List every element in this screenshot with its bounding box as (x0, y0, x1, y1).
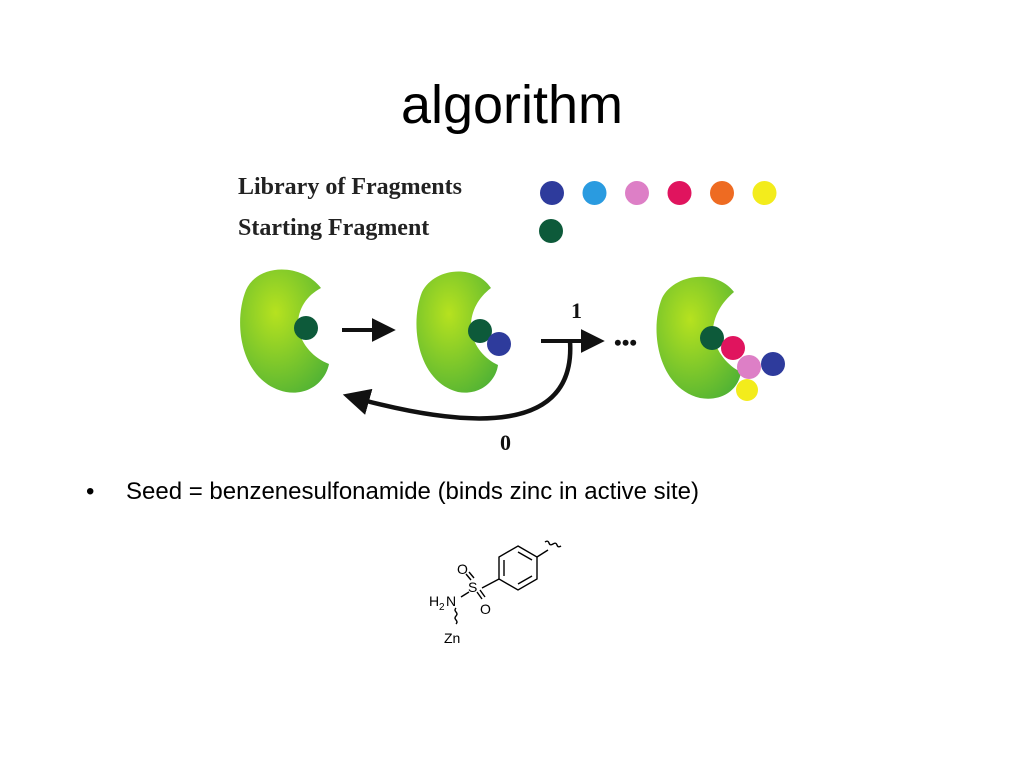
legend-library-label: Library of Fragments (238, 174, 462, 200)
bullet-text: Seed = benzenesulfonamide (binds zinc in… (126, 478, 699, 505)
legend-starting-label: Starting Fragment (238, 215, 429, 241)
added-fragment-yellow (736, 379, 758, 401)
legend-starting-dot (539, 219, 563, 243)
added-fragment-blue (761, 352, 785, 376)
atom-o-bottom: O (480, 601, 491, 617)
legend-library-dot-6 (752, 181, 777, 205)
seed-fragment-3 (700, 326, 724, 350)
wavy-zinc-bond (454, 607, 458, 625)
protein-1 (240, 269, 329, 393)
legend-library-dot-3 (625, 181, 649, 205)
structure-svg: O S O H 2 N Zn (429, 540, 562, 646)
atom-h-subscript: 2 (439, 602, 445, 613)
arrow-reject-return (342, 340, 573, 421)
legend-library-dots (540, 181, 777, 205)
atom-zn: Zn (444, 630, 460, 646)
legend-library-dot-1 (540, 181, 564, 205)
fragment-algorithm-diagram: Library of Fragments Starting Fragment 1… (228, 160, 808, 460)
seed-fragment-1 (294, 316, 318, 340)
added-fragment-red (721, 336, 745, 360)
continuation-ellipsis: ••• (614, 330, 637, 355)
added-fragment-pink (737, 355, 761, 379)
step-forward-label: 1 (571, 298, 582, 323)
legend-library-dot-2 (582, 181, 607, 205)
slide-title: algorithm (400, 75, 624, 135)
seed-fragment-2 (468, 319, 492, 343)
atom-h: H (429, 593, 439, 609)
legend-library-dot-5 (710, 181, 734, 205)
protein-3 (656, 276, 741, 399)
protein-2 (416, 271, 498, 393)
added-fragment-2 (487, 332, 511, 356)
atom-n: N (446, 593, 456, 609)
diagram-svg: Library of Fragments Starting Fragment 1… (238, 174, 785, 455)
atom-s: S (468, 579, 477, 595)
atom-o-top: O (457, 561, 468, 577)
benzenesulfonamide-structure: O S O H 2 N Zn (420, 528, 570, 653)
wavy-attachment (544, 540, 562, 548)
bullet-marker: • (86, 478, 95, 505)
step-back-label: 0 (500, 430, 511, 455)
bullet-item: • Seed = benzenesulfonamide (binds zinc i… (86, 478, 699, 507)
legend-library-dot-4 (667, 181, 692, 205)
